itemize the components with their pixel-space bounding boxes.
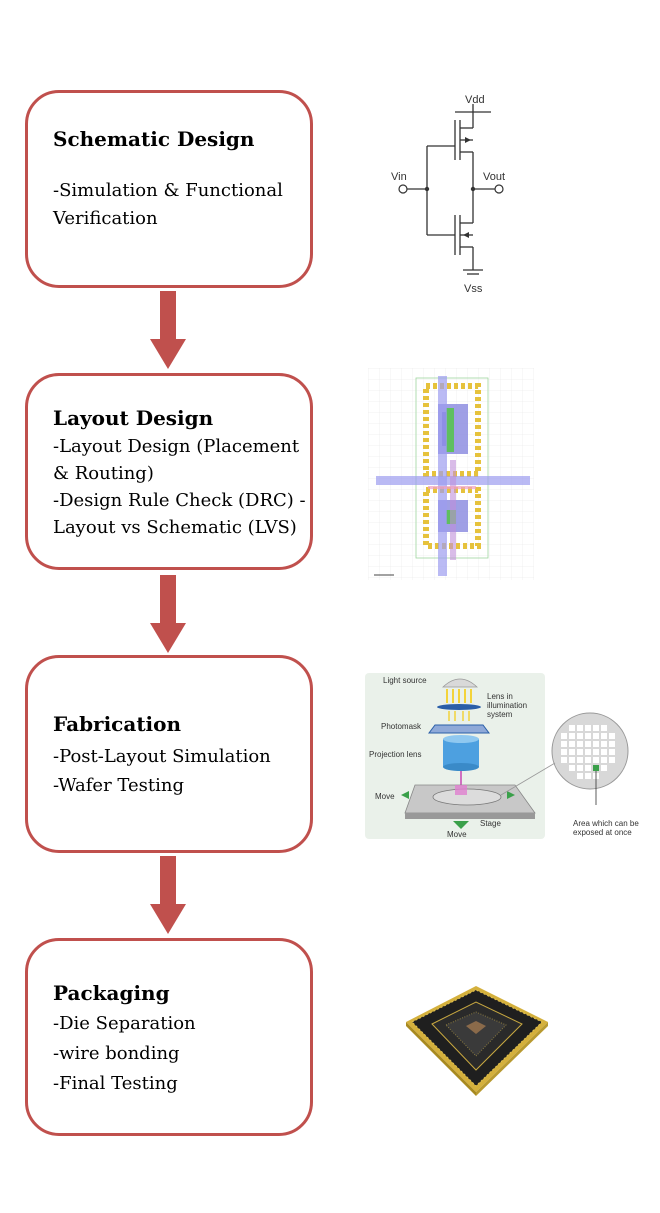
layout-drawing [368, 368, 534, 580]
stage-description: -Simulation & Functional Verification [53, 180, 283, 229]
projection-lens-label: Projection lens [369, 750, 421, 759]
stage-description: -Die Separation -wire bonding -Final Tes… [53, 1013, 196, 1094]
vin-label: Vin [391, 171, 407, 183]
inverter-schematic: Vdd Vin Vout Vss [391, 94, 505, 295]
down-arrow [150, 856, 186, 934]
move-down-label: Move [447, 830, 467, 839]
chip-package [406, 986, 548, 1096]
stage-box-fabrication: Fabrication -Post-Layout Simulation -Waf… [25, 655, 313, 853]
lithography-diagram: Light source Lens in illumination system… [365, 673, 639, 839]
lens-label-3: system [487, 710, 513, 719]
stage-box-packaging: Packaging -Die Separation -wire bonding … [25, 938, 313, 1136]
stage-description: -Layout Design (Placement & Routing) -De… [53, 436, 306, 538]
stage-title: Schematic Design [53, 127, 255, 151]
down-arrow [150, 291, 186, 369]
area-label: Area which can be [573, 819, 639, 828]
stage-label: Stage [480, 819, 501, 828]
stage-title: Layout Design [53, 406, 214, 430]
down-arrow [150, 575, 186, 653]
area-label-2: exposed at once [573, 828, 632, 837]
stage-title: Packaging [53, 981, 170, 1005]
vss-label: Vss [464, 283, 483, 295]
photomask-label: Photomask [381, 722, 422, 731]
lens-label: Lens in [487, 692, 513, 701]
stage-box-schematic: Schematic Design -Simulation & Functiona… [25, 90, 313, 288]
move-left-label: Move [375, 792, 395, 801]
light-source-label: Light source [383, 676, 427, 685]
vdd-label: Vdd [465, 94, 485, 106]
stage-description: -Post-Layout Simulation -Wafer Testing [53, 746, 271, 796]
vout-label: Vout [483, 171, 505, 183]
stage-title: Fabrication [53, 712, 182, 736]
lens-label-2: illumination [487, 701, 527, 710]
stage-box-layout: Layout Design -Layout Design (Placement … [25, 373, 313, 570]
